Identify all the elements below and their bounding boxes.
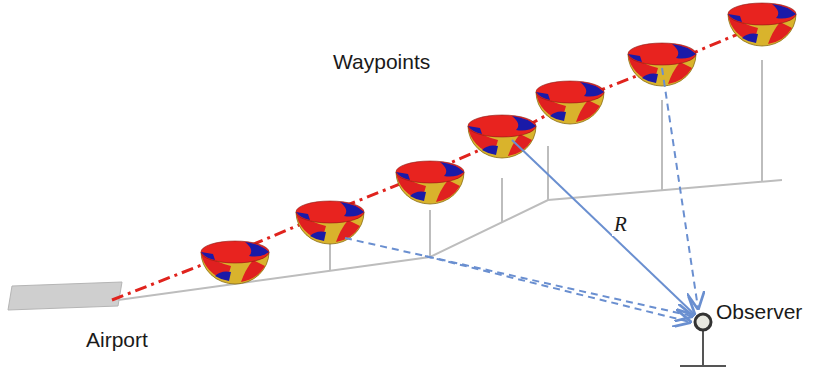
runway	[8, 282, 122, 310]
waypoints-label: Waypoints	[333, 50, 430, 73]
waypoint-spheres	[201, 3, 796, 284]
distance-label: R	[612, 213, 629, 236]
waypoint-poles	[235, 60, 762, 284]
airport-label: Airport	[86, 328, 148, 351]
sight-lines	[345, 68, 698, 322]
observer-label: Observer	[716, 300, 802, 323]
